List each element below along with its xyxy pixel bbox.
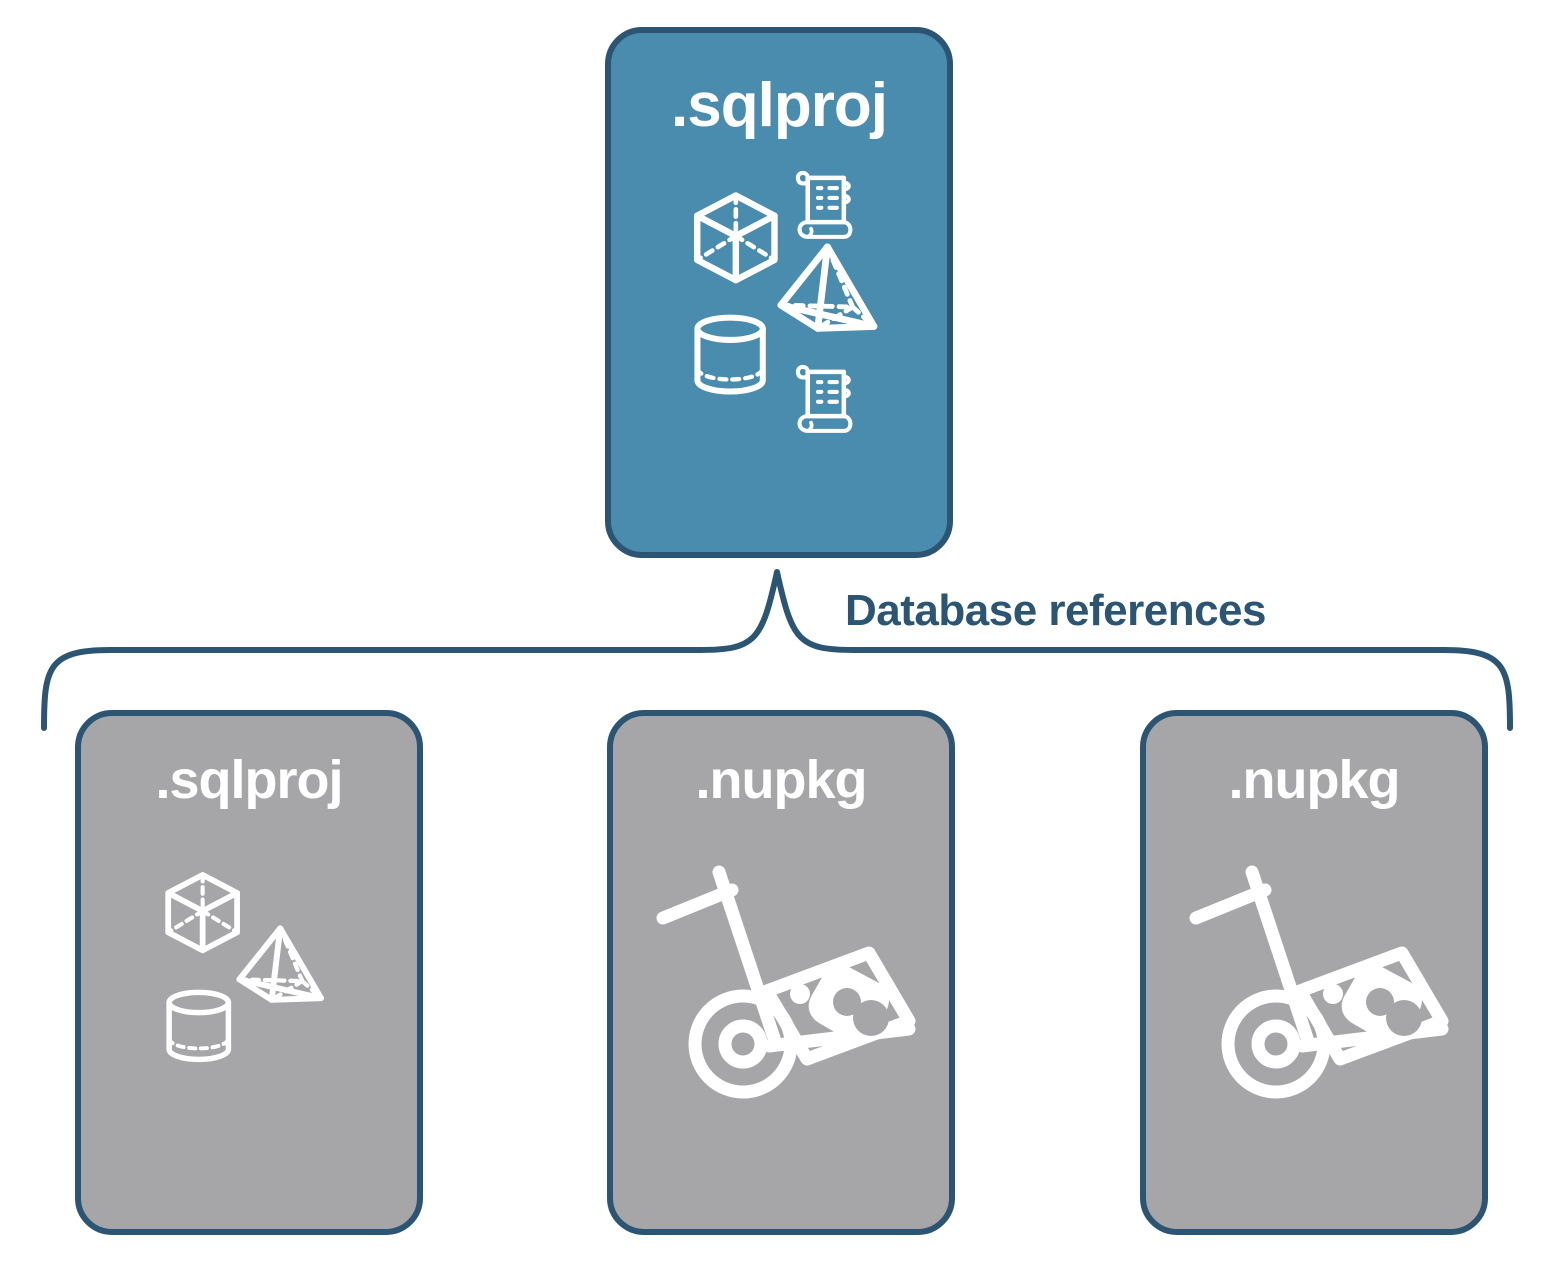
child-node-3-body[interactable]	[1140, 710, 1488, 1235]
node-child-nupkg-2[interactable]	[1140, 710, 1488, 1235]
root-node-body[interactable]	[605, 27, 953, 558]
child-node-1-body[interactable]	[75, 710, 423, 1235]
child-node-2-body[interactable]	[607, 710, 955, 1235]
node-root-sqlproj[interactable]	[605, 27, 953, 558]
node-child-sqlproj[interactable]	[75, 710, 423, 1235]
node-child-nupkg-1[interactable]	[607, 710, 955, 1235]
database-references-label: Database references	[845, 586, 1266, 635]
database-references-brace	[41, 569, 1513, 731]
